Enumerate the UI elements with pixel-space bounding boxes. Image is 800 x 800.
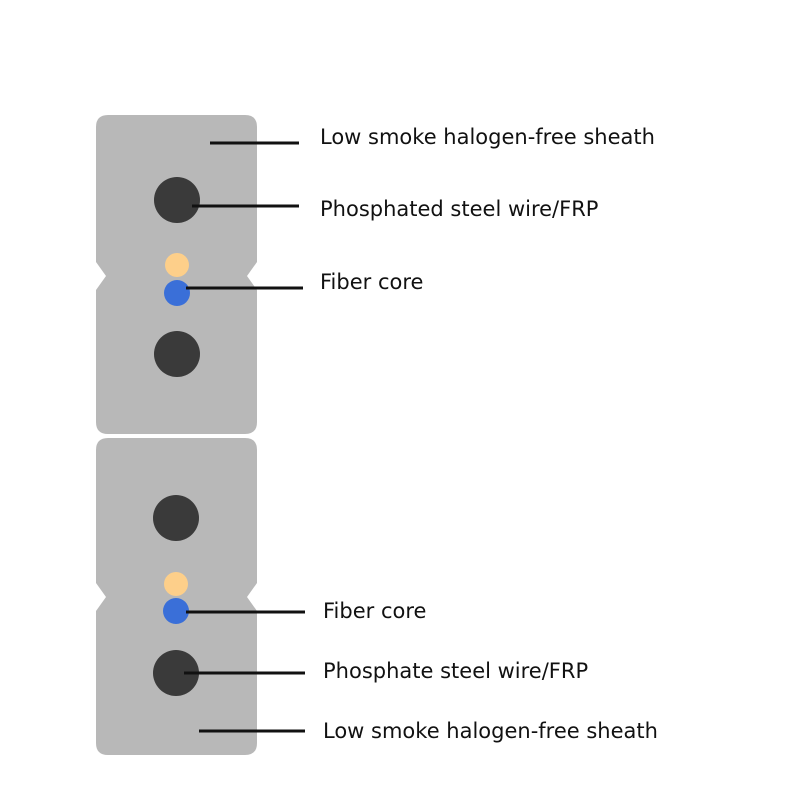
fiber-yellow (164, 572, 188, 596)
label-top-sheath: Low smoke halogen-free sheath (320, 125, 655, 149)
label-top-wire: Phosphated steel wire/FRP (320, 197, 599, 221)
label-top-fiber: Fiber core (320, 270, 424, 294)
label-bottom-fiber: Fiber core (323, 599, 427, 623)
fiber-blue (163, 598, 189, 624)
steel-wire (154, 177, 200, 223)
steel-wire (153, 650, 199, 696)
top-cable-cross-section (96, 115, 257, 434)
label-bottom-sheath: Low smoke halogen-free sheath (323, 719, 658, 743)
fiber-yellow (165, 253, 189, 277)
leader-lines (184, 141, 305, 733)
label-bottom-wire: Phosphate steel wire/FRP (323, 659, 589, 683)
steel-wire (154, 331, 200, 377)
fiber-blue (164, 280, 190, 306)
steel-wire (153, 495, 199, 541)
bottom-sheath (96, 438, 257, 755)
bottom-cable-cross-section (96, 438, 257, 755)
